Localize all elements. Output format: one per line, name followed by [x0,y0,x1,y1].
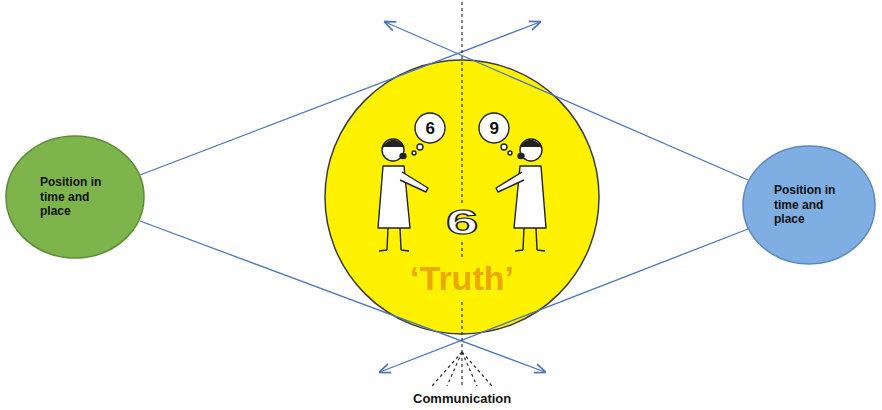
man-figure [537,250,545,251]
dashed-axis [461,2,462,352]
man-figure [401,250,409,251]
view-line [385,22,748,180]
node-text: ‘Truth’ [406,258,518,299]
view-line [140,221,545,372]
man-figure [387,228,388,250]
bubble-digit: 6 [426,120,435,137]
man-figure [536,228,537,250]
speech-bubble [417,144,423,150]
man-figure [520,139,542,161]
floor-digit: 6 [442,205,482,240]
node-text: Position in time and place [40,175,110,218]
dashed-fan [462,352,492,386]
position-circle: Position in time and place [5,135,145,259]
position-circle: Position in time and place [742,145,876,265]
man-figure [382,139,404,161]
man-figure [400,154,406,159]
truth-circle-fill [325,60,599,334]
man-figure [515,250,523,251]
truth-circle: ‘Truth’ [324,59,600,335]
speech-bubble [479,113,509,143]
dashed-fan [462,352,477,386]
dashed-fan [461,352,462,386]
man-figure [400,228,401,250]
man-figure [496,172,524,192]
node-text: Position in time and place [774,183,844,226]
man-figure [383,141,404,148]
dashed-fan [432,352,462,386]
man-figure [523,228,524,250]
view-line [140,22,540,175]
speech-bubble [412,151,416,155]
man-figure [518,154,524,159]
man-figure [379,250,387,251]
position-circle-fill [743,146,875,264]
speech-bubble [501,144,507,150]
caption-label: Communication [413,392,511,405]
position-circle-fill [6,136,144,258]
dashed-fan [447,352,462,386]
speech-bubble [508,151,512,155]
bubble-digit: 9 [490,120,499,137]
man-figure [400,172,428,192]
speech-bubble [415,113,445,143]
view-line [380,229,748,372]
man-figure [514,166,546,228]
man-figure [378,166,410,228]
man-figure [520,141,541,148]
